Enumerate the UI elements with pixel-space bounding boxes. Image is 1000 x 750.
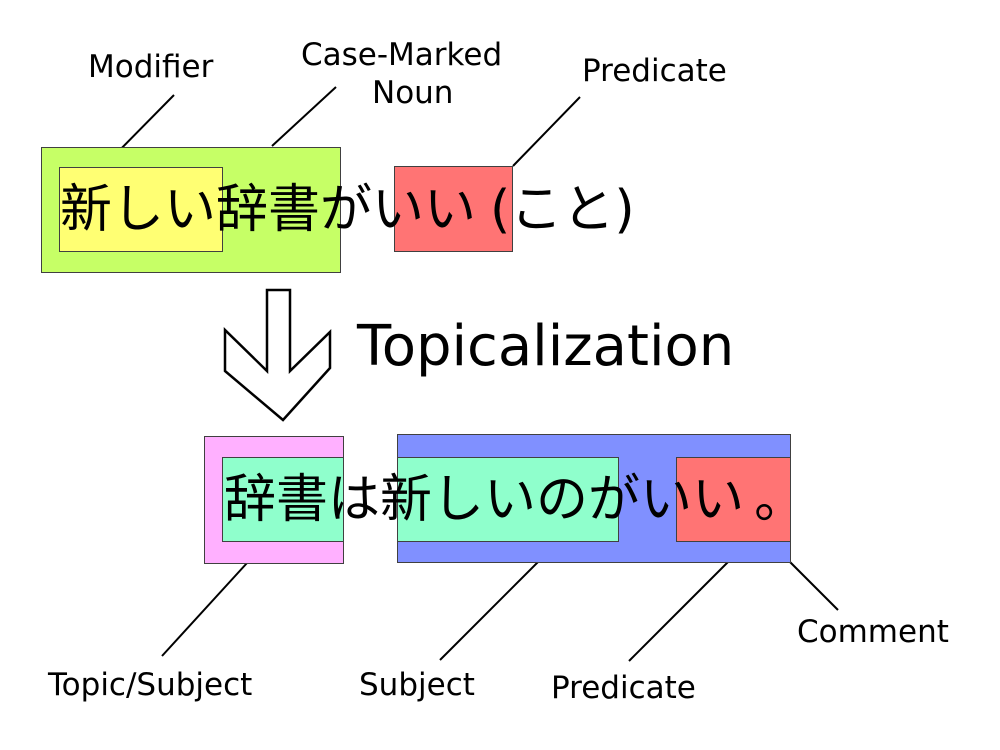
label-comment: Comment [797,614,949,650]
koto-suffix: (こと) [490,180,635,240]
predicate-box [394,166,513,252]
top-sentence: 新しい辞書がいい(こと) [60,184,635,236]
label-case-marked-noun-1: Case-Marked [301,37,503,73]
subject-box [397,457,619,542]
subject-text: 新しいの [380,470,589,530]
label-case-marked-noun-2: Noun [372,75,454,111]
topic-subject-inner-box [222,457,344,542]
hollow-down-arrow-icon [223,288,332,422]
predicate-text-bottom: いい [640,470,745,530]
period: 。 [754,470,807,530]
bottom-sentence: 辞書は新しいのがいい。 [224,474,806,526]
label-predicate-top: Predicate [582,53,727,89]
noun-text: 辞書 [216,180,321,240]
predicate-text: いい [372,180,477,240]
modifier-text: 新しい [60,180,217,240]
particle-ga-bottom: が [588,470,641,530]
topicalization-label: Topicalization [357,314,735,379]
topic-text: 辞書 [224,470,329,530]
particle-ga: が [320,180,373,240]
modifier-box [59,167,223,252]
label-predicate-bottom: Predicate [551,670,696,706]
label-subject: Subject [359,667,475,703]
particle-wa: は [328,470,381,530]
predicate-box-bottom [676,457,791,542]
label-modifier: Modifier [88,49,214,85]
label-topic-subject: Topic/Subject [48,667,253,703]
